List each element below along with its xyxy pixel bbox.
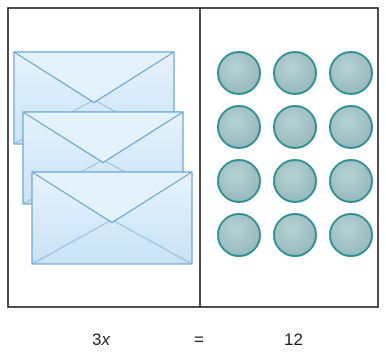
counter-circle (274, 52, 316, 94)
envelope-group (14, 52, 192, 264)
counter-circle (274, 160, 316, 202)
counter-circle (218, 160, 260, 202)
counter-group (218, 52, 372, 256)
equation-variable: x (101, 330, 110, 349)
equation-operator: = (194, 330, 204, 350)
counter-circle (330, 106, 372, 148)
counter-circle (274, 106, 316, 148)
counter-circle (330, 52, 372, 94)
counter-circle (274, 214, 316, 256)
counter-circle (218, 106, 260, 148)
counter-circle (330, 160, 372, 202)
equation-left: 3x (92, 330, 110, 350)
envelope-icon (32, 172, 192, 264)
counter-circle (330, 214, 372, 256)
equation-right: 12 (284, 330, 303, 350)
counter-circle (218, 214, 260, 256)
counter-circle (218, 52, 260, 94)
